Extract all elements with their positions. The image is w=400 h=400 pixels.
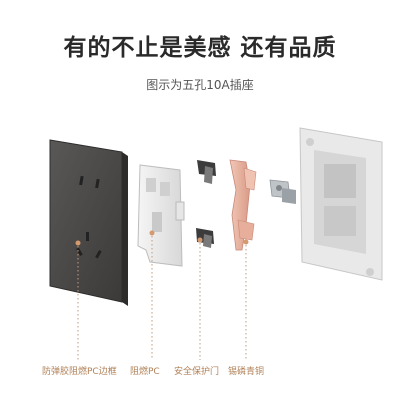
screw-terminals bbox=[269, 179, 296, 204]
callout-dot-shutter bbox=[197, 237, 203, 243]
subtitle: 图示为五孔10A插座 bbox=[146, 78, 254, 92]
copper-contacts bbox=[229, 159, 257, 251]
callout-dot-frame bbox=[75, 240, 81, 246]
back-frame bbox=[299, 127, 383, 281]
callout-leaders bbox=[77, 236, 247, 360]
headline: 有的不止是美感 还有品质 bbox=[63, 35, 337, 61]
caption-shutter: 安全保护门 bbox=[174, 367, 220, 377]
front-panel bbox=[49, 139, 128, 306]
pc-inner-frame bbox=[137, 164, 185, 267]
callout-dot-pc bbox=[149, 230, 155, 236]
caption-copper: 锡磷青铜 bbox=[228, 367, 265, 377]
caption-frame: 防弹胶阻燃PC边框 bbox=[42, 367, 117, 377]
safety-shutters bbox=[196, 160, 216, 248]
caption-pc: 阻燃PC bbox=[130, 367, 160, 377]
callout-dot-copper bbox=[243, 239, 249, 245]
